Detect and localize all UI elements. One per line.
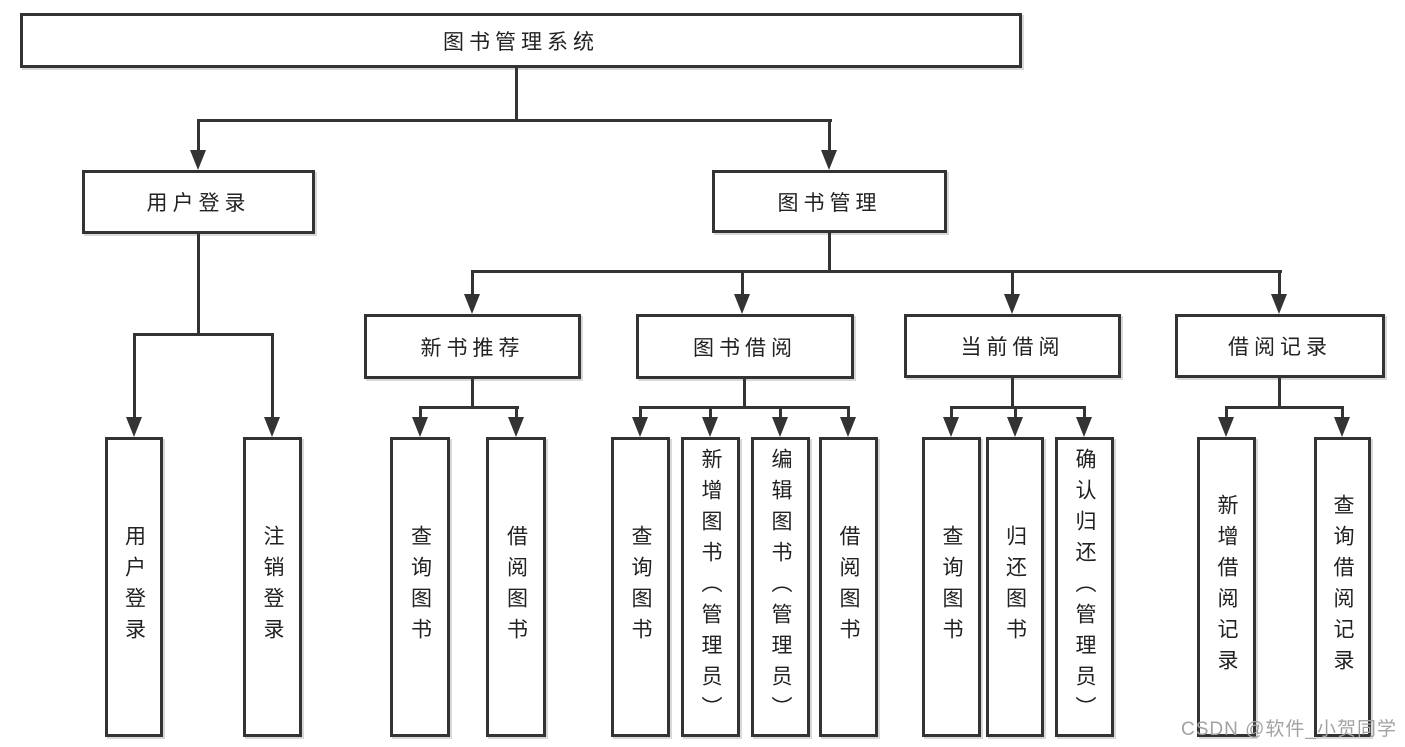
connector-line: [741, 272, 744, 296]
node-user-login: 用户登录: [82, 170, 315, 234]
connector-line: [471, 379, 474, 408]
leaf-label: 用户登录: [122, 525, 146, 649]
leaf-query-books-current: 查询图书: [922, 437, 981, 737]
arrow-down-icon: [1218, 417, 1234, 437]
node-label: 用户登录: [146, 192, 251, 215]
leaf-label: 查询图书: [408, 525, 432, 649]
node-book-borrowing: 图书借阅: [636, 314, 854, 379]
leaf-borrow-books-recommend: 借阅图书: [486, 437, 546, 737]
node-current-borrowing: 当前借阅: [904, 314, 1121, 378]
leaf-label: 查询图书: [629, 525, 652, 649]
connector-line: [197, 234, 200, 336]
connector-line: [709, 408, 712, 418]
connector-line: [515, 408, 518, 418]
connector-line: [197, 119, 200, 151]
arrow-down-icon: [264, 417, 280, 437]
node-label: 新书推荐: [420, 336, 525, 360]
node-borrowing-records: 借阅记录: [1175, 314, 1385, 378]
connector-line: [1011, 272, 1014, 296]
connector-line: [197, 119, 832, 122]
connector-line: [471, 272, 474, 296]
connector-line: [419, 406, 519, 409]
arrow-down-icon: [840, 417, 856, 437]
arrow-down-icon: [1004, 294, 1020, 314]
arrow-down-icon: [821, 150, 837, 170]
connector-line: [639, 406, 850, 409]
leaf-label: 借阅图书: [504, 525, 528, 649]
leaf-return-books: 归还图书: [986, 437, 1044, 737]
arrow-down-icon: [772, 417, 788, 437]
node-label: 当前借阅: [960, 336, 1065, 359]
arrow-down-icon: [943, 417, 959, 437]
leaf-query-books-borrowing: 查询图书: [611, 437, 670, 737]
connector-line: [743, 379, 746, 408]
connector-line: [779, 408, 782, 418]
connector-line: [950, 408, 953, 418]
node-label: 图书管理系统: [443, 30, 599, 54]
connector-line: [1083, 408, 1086, 418]
connector-line: [847, 408, 850, 418]
watermark: CSDN @软件_小贺同学: [1181, 719, 1397, 740]
connector-line: [271, 334, 274, 417]
connector-line: [950, 406, 1086, 409]
leaf-label: 借阅图书: [837, 525, 860, 649]
arrow-down-icon: [190, 150, 206, 170]
connector-line: [1014, 408, 1017, 418]
leaf-query-borrow-record: 查询借阅记录: [1314, 437, 1371, 737]
leaf-label: 编辑图书（管理员）: [769, 447, 792, 727]
leaf-label: 新增借阅记录: [1215, 494, 1238, 680]
leaf-add-books-admin: 新增图书（管理员）: [681, 437, 740, 737]
arrow-down-icon: [1007, 417, 1023, 437]
connector-line: [1341, 408, 1344, 418]
arrow-down-icon: [1271, 294, 1287, 314]
node-label: 图书借阅: [693, 336, 797, 360]
connector-line: [133, 334, 136, 417]
arrow-down-icon: [126, 417, 142, 437]
connector-line: [828, 233, 831, 273]
connector-line: [1011, 378, 1014, 408]
connector-line: [639, 408, 642, 418]
leaf-label: 查询图书: [940, 525, 963, 649]
arrow-down-icon: [632, 417, 648, 437]
arrow-down-icon: [1334, 417, 1350, 437]
node-book-management: 图书管理: [712, 170, 947, 233]
leaf-user-login: 用户登录: [105, 437, 163, 737]
leaf-edit-books-admin: 编辑图书（管理员）: [751, 437, 810, 737]
leaf-label: 注销登录: [261, 525, 284, 649]
node-new-book-recommendation: 新书推荐: [364, 314, 581, 379]
connector-line: [419, 408, 422, 418]
connector-line: [133, 333, 274, 336]
leaf-borrow-books-borrowing: 借阅图书: [819, 437, 878, 737]
arrow-down-icon: [702, 417, 718, 437]
connector-line: [1278, 272, 1281, 296]
connector-line: [828, 119, 831, 151]
arrow-down-icon: [508, 417, 524, 437]
arrow-down-icon: [412, 417, 428, 437]
connector-line: [515, 68, 518, 120]
arrow-down-icon: [734, 294, 750, 314]
node-label: 借阅记录: [1228, 336, 1332, 359]
connector-line: [1225, 406, 1344, 409]
connector-line: [1278, 378, 1281, 408]
leaf-label: 归还图书: [1003, 525, 1027, 649]
leaf-add-borrow-record: 新增借阅记录: [1197, 437, 1256, 737]
arrow-down-icon: [464, 294, 480, 314]
leaf-confirm-return-admin: 确认归还（管理员）: [1055, 437, 1114, 737]
arrow-down-icon: [1076, 417, 1092, 437]
leaf-label: 新增图书（管理员）: [699, 447, 722, 727]
connector-line: [1225, 408, 1228, 418]
leaf-query-books-recommend: 查询图书: [390, 437, 450, 737]
node-label: 图书管理: [777, 191, 882, 215]
leaf-label: 确认归还（管理员）: [1073, 447, 1096, 727]
connector-line: [471, 270, 1282, 273]
leaf-logout: 注销登录: [243, 437, 302, 737]
node-system-root: 图书管理系统: [20, 13, 1022, 68]
leaf-label: 查询借阅记录: [1331, 494, 1354, 680]
